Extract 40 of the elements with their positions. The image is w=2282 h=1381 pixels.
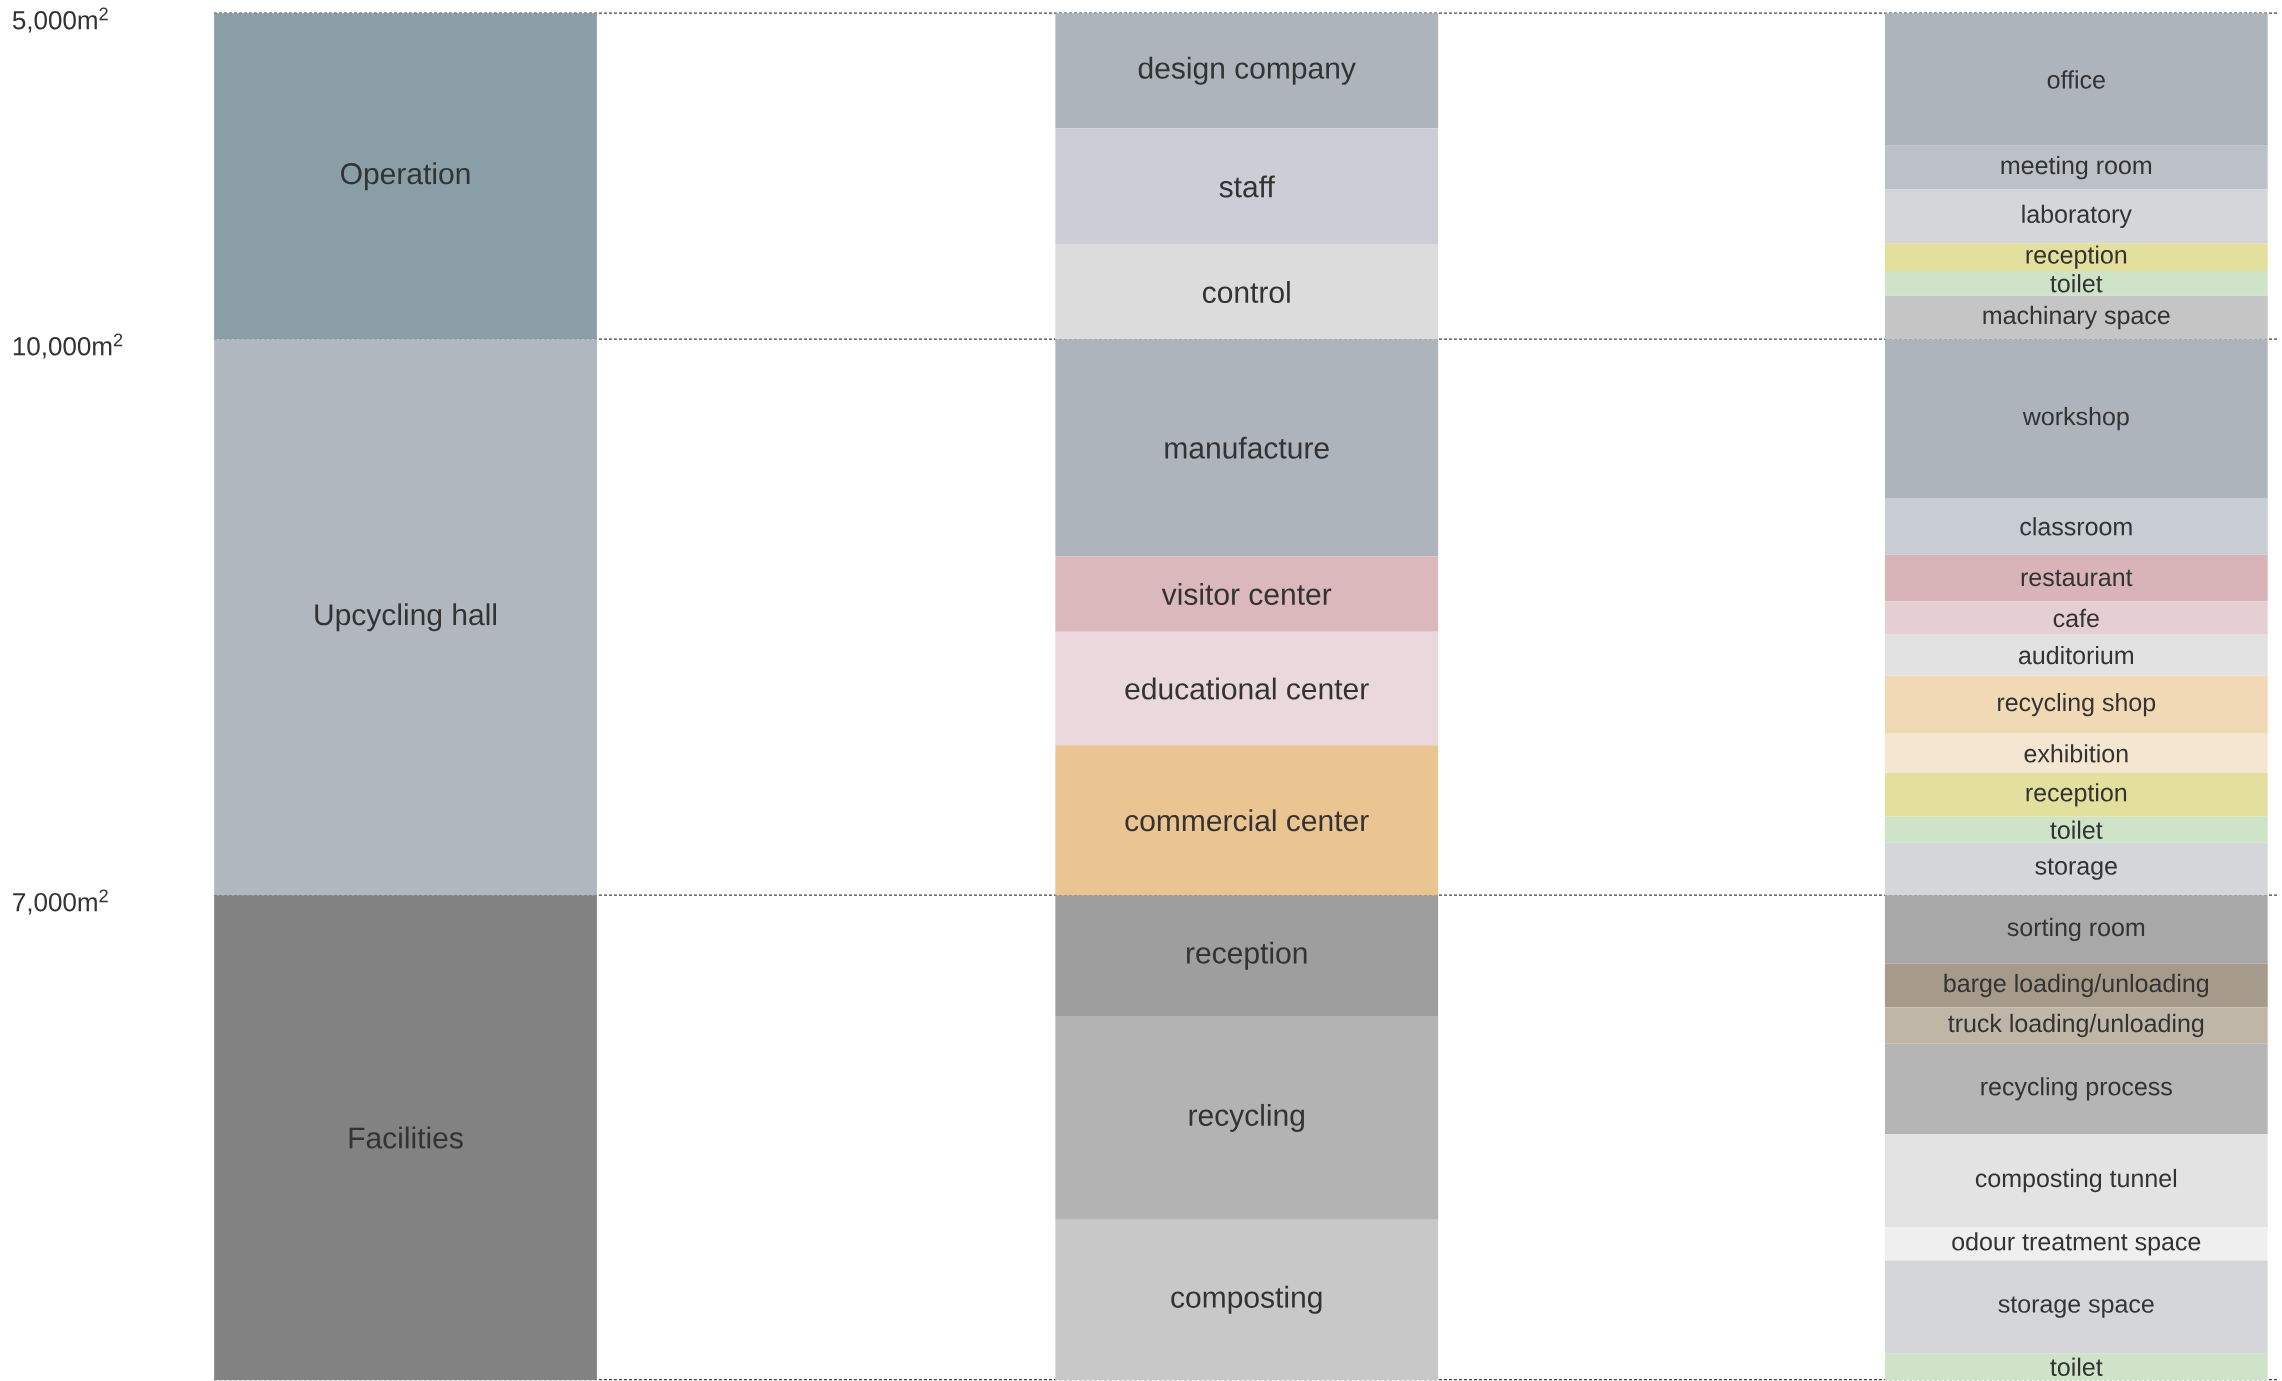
- room-block: storage: [1884, 842, 2268, 896]
- room-block: recycling process: [1884, 1043, 2268, 1134]
- room-block: toilet: [1884, 1353, 2268, 1380]
- zone-block: Facilities: [214, 895, 597, 1380]
- program-block: composting: [1055, 1219, 1439, 1380]
- room-block: workshop: [1884, 339, 2268, 498]
- program-block: visitor center: [1055, 556, 1439, 632]
- area-label: 7,000m$^{2}$: [13, 889, 108, 915]
- room-block: meeting room: [1884, 145, 2268, 190]
- area-label: 10,000m$^{2}$: [13, 333, 123, 359]
- room-block: restaurant: [1884, 554, 2268, 602]
- room-block: reception: [1884, 243, 2268, 271]
- room-block: odour treatment space: [1884, 1227, 2268, 1261]
- program-block: commercial center: [1055, 745, 1439, 896]
- zone-block: Operation: [214, 13, 597, 340]
- room-block: composting tunnel: [1884, 1133, 2268, 1228]
- room-block: barge loading/unloading: [1884, 963, 2268, 1008]
- room-block: classroom: [1884, 497, 2268, 555]
- room-block: truck loading/unloading: [1884, 1007, 2268, 1044]
- program-block: educational center: [1055, 631, 1439, 746]
- room-block: sorting room: [1884, 895, 2268, 964]
- room-block: cafe: [1884, 601, 2268, 635]
- program-block: control: [1055, 244, 1439, 340]
- room-block: office: [1884, 13, 2268, 146]
- room-block: laboratory: [1884, 189, 2268, 244]
- program-block: staff: [1055, 128, 1439, 245]
- room-block: reception: [1884, 773, 2268, 817]
- room-block: exhibition: [1884, 733, 2268, 773]
- room-block: toilet: [1884, 816, 2268, 843]
- area-label: 5,000m$^{2}$: [12, 7, 108, 33]
- room-block: auditorium: [1884, 634, 2268, 676]
- zone-block: Upcycling hall: [214, 339, 597, 896]
- program-block: reception: [1055, 895, 1439, 1017]
- program-block: recycling: [1055, 1016, 1439, 1220]
- room-block: machinary space: [1884, 295, 2268, 340]
- room-block: toilet: [1884, 270, 2268, 296]
- room-block: recycling shop: [1884, 675, 2268, 734]
- program-block: manufacture: [1055, 339, 1439, 557]
- room-block: storage space: [1884, 1260, 2268, 1354]
- program-block: design company: [1055, 13, 1439, 129]
